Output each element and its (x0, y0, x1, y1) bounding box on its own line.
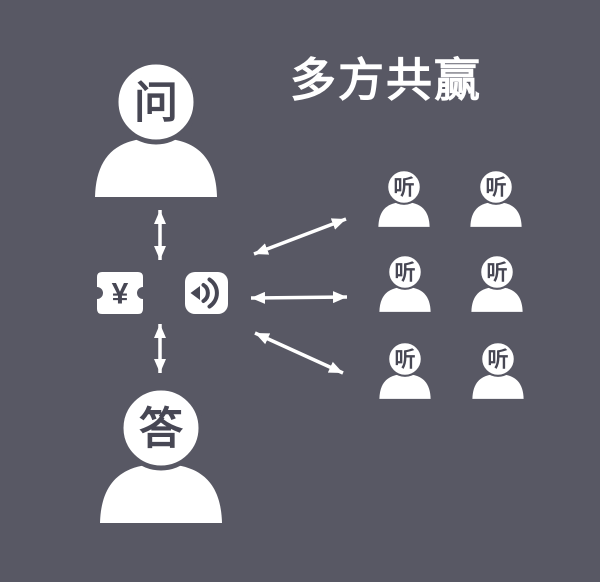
listener-figure: 听 (378, 341, 432, 400)
coupon-ticket-icon: ¥ (97, 272, 143, 314)
listener-figure: 听 (471, 341, 525, 400)
page-title: 多方共赢 (290, 54, 482, 106)
arrow-center-listeners-row1 (253, 217, 347, 256)
ticket-shape (97, 272, 143, 314)
listener-label: 听 (395, 349, 416, 372)
answerer-figure: 答 (100, 388, 222, 523)
asker-label: 问 (134, 79, 178, 128)
listener-label: 听 (488, 349, 509, 372)
arrow-center-listeners-row3 (254, 331, 344, 375)
listener-label: 听 (486, 177, 507, 200)
voice-wave-small (201, 283, 210, 303)
listener-figure: 听 (470, 254, 524, 313)
yen-symbol: ¥ (112, 278, 129, 311)
voice-broadcast-icon (185, 272, 228, 314)
listener-figure: 听 (469, 169, 523, 228)
asker-figure: 问 (95, 62, 217, 197)
listener-label: 听 (394, 177, 415, 200)
listener-figure: 听 (378, 254, 432, 313)
listener-figure: 听 (377, 169, 431, 228)
listener-label: 听 (487, 262, 508, 285)
arrow-center-listeners-row2 (250, 291, 348, 304)
listener-label: 听 (395, 262, 416, 285)
voice-wave-large (207, 277, 219, 309)
answerer-label: 答 (139, 405, 184, 454)
voice-wave-origin (190, 286, 200, 300)
